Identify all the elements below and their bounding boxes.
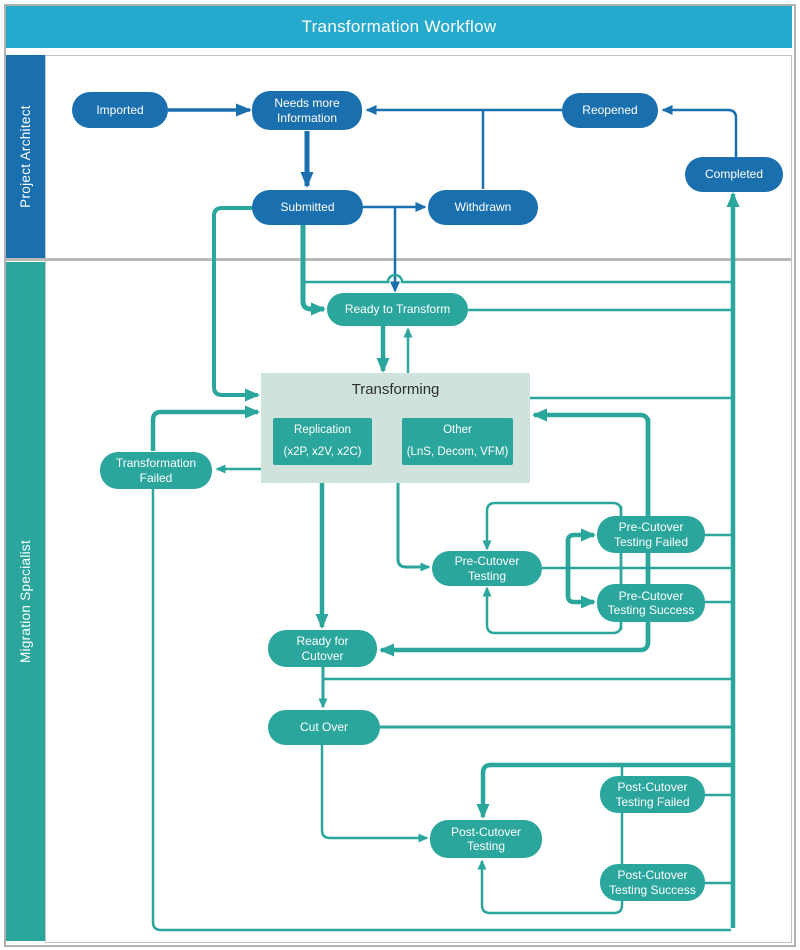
node-other: Other (LnS, Decom, VFM) <box>402 418 513 465</box>
page-title: Transformation Workflow <box>301 17 497 36</box>
edge-transforming-to-pre-cutover-testing <box>396 483 431 572</box>
node-pre-cutover-testing-success: Pre-Cutover Testing Success <box>597 584 705 622</box>
edge-post-cutover-loop-to-testing-bottom <box>477 767 624 915</box>
edge-cut-over-to-post-cutover-testing <box>320 745 429 843</box>
edge-transformation-failed-to-transforming <box>150 405 260 451</box>
edge-retry-loop-to-pre-cutover-testing-bottom <box>482 506 623 635</box>
edge-pre-cutover-testing-to-success <box>565 539 596 609</box>
edge-completed-to-reopened <box>661 105 738 157</box>
node-post-cutover-testing-failed: Post-Cutover Testing Failed <box>600 776 705 813</box>
node-completed: Completed <box>685 157 783 192</box>
edge-pre-cutover-success-to-ready-for-cutover <box>379 418 651 657</box>
node-ready-for-cutover: Ready for Cutover <box>268 630 377 667</box>
node-pre-cutover-testing: Pre-Cutover Testing <box>432 551 542 586</box>
node-post-cutover-testing: Post-Cutover Testing <box>430 820 542 858</box>
diagram-frame <box>4 4 796 947</box>
node-post-cutover-testing-success: Post-Cutover Testing Success <box>600 864 705 901</box>
edge-transformation-failed-to-bottom-bus <box>151 488 731 932</box>
node-transformation-failed: Transformation Failed <box>100 452 212 489</box>
node-withdrawn: Withdrawn <box>428 190 538 225</box>
lane-project-architect: Project Architect <box>6 55 45 258</box>
node-needs-more-information: Needs more Information <box>252 91 362 130</box>
transforming-panel-title: Transforming <box>351 381 440 398</box>
edge-post-cutover-loop-to-testing-top <box>476 762 733 819</box>
node-submitted: Submitted <box>252 190 363 225</box>
edge-pre-cutover-testing-to-failed <box>565 528 596 597</box>
edge-submitted-to-ready-to-transform <box>300 224 326 316</box>
diagram-header: Transformation Workflow <box>6 6 792 48</box>
node-replication: Replication (x2P, x2V, x2C) <box>273 418 372 465</box>
node-ready-to-transform: Ready to Transform <box>327 293 468 326</box>
node-cut-over: Cut Over <box>268 710 380 745</box>
edge-submitted-branch-to-completed-bus <box>303 273 733 284</box>
node-reopened: Reopened <box>562 93 658 128</box>
node-pre-cutover-testing-failed: Pre-Cutover Testing Failed <box>597 516 705 553</box>
node-imported: Imported <box>72 92 168 128</box>
lane-divider <box>6 258 791 261</box>
edge-submitted-to-transforming <box>212 206 260 402</box>
lane-migration-specialist: Migration Specialist <box>6 262 45 941</box>
